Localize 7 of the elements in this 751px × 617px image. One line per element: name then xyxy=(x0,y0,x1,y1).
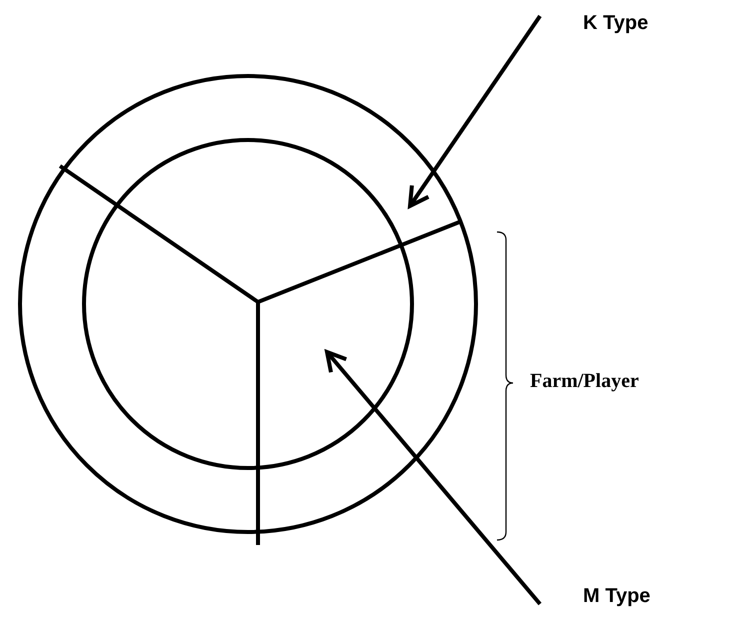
type-label: K Type xyxy=(583,12,648,35)
type-label: M Type xyxy=(583,585,650,608)
circle-outline xyxy=(18,74,478,534)
bracket-label: Farm/Player xyxy=(530,370,639,393)
circle-outline xyxy=(82,138,414,470)
leader-arrow xyxy=(325,350,542,606)
leader-arrow xyxy=(408,14,542,208)
